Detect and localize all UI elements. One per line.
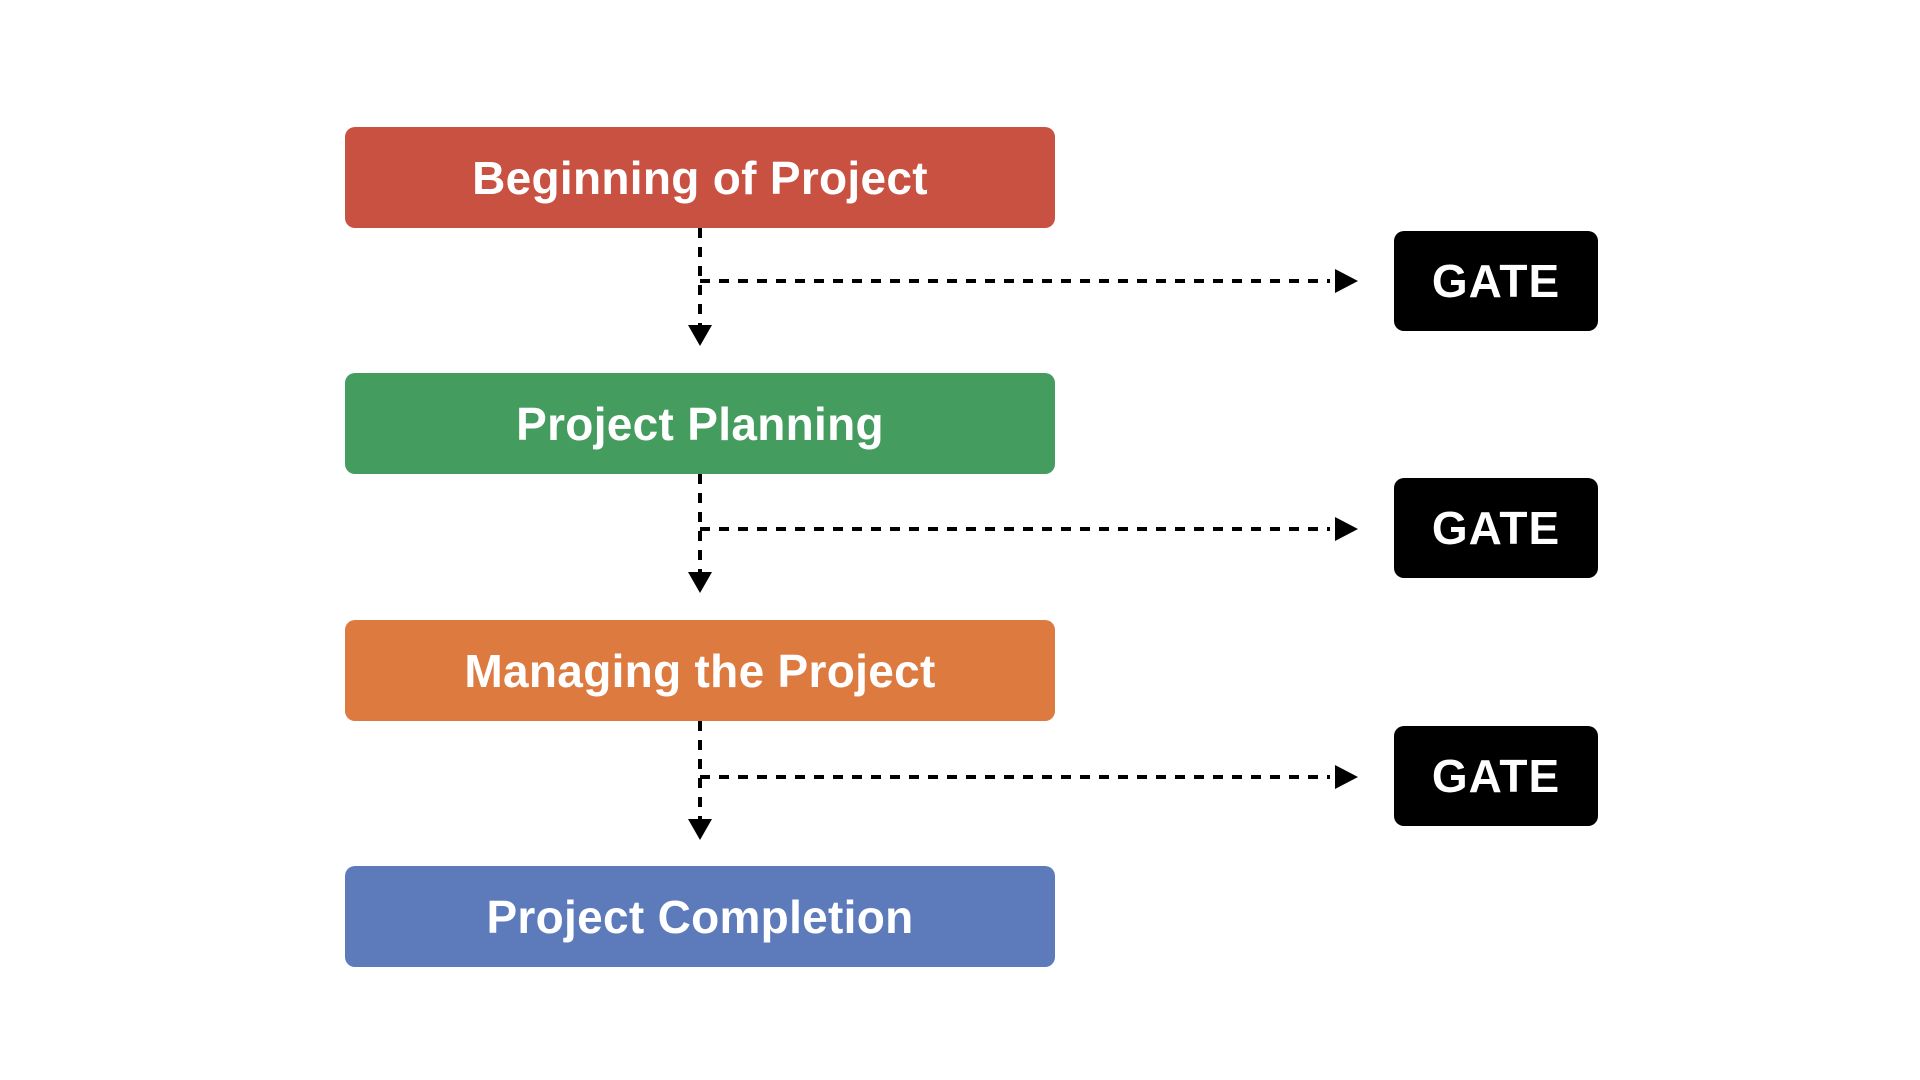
stage-label: Beginning of Project [472,151,928,204]
stage-managing-the-project: Managing the Project [345,620,1055,721]
stage-label: Project Planning [516,397,884,450]
gate-box-3: GATE [1394,726,1598,826]
stage-label: Managing the Project [464,644,936,697]
stage-project-planning: Project Planning [345,373,1055,474]
right-arrowhead-1 [1335,269,1358,293]
down-arrowhead-3 [688,819,712,840]
right-arrowhead-3 [1335,765,1358,789]
gate-label: GATE [1431,750,1561,802]
stage-label: Project Completion [486,890,914,943]
stage-beginning-of-project: Beginning of Project [345,127,1055,228]
stage-project-completion: Project Completion [345,866,1055,967]
gate-label: GATE [1431,502,1561,554]
gate-label: GATE [1431,255,1561,307]
down-arrowhead-1 [688,325,712,346]
right-arrowhead-2 [1335,517,1358,541]
down-arrowhead-2 [688,572,712,593]
gate-box-1: GATE [1394,231,1598,331]
gate-box-2: GATE [1394,478,1598,578]
